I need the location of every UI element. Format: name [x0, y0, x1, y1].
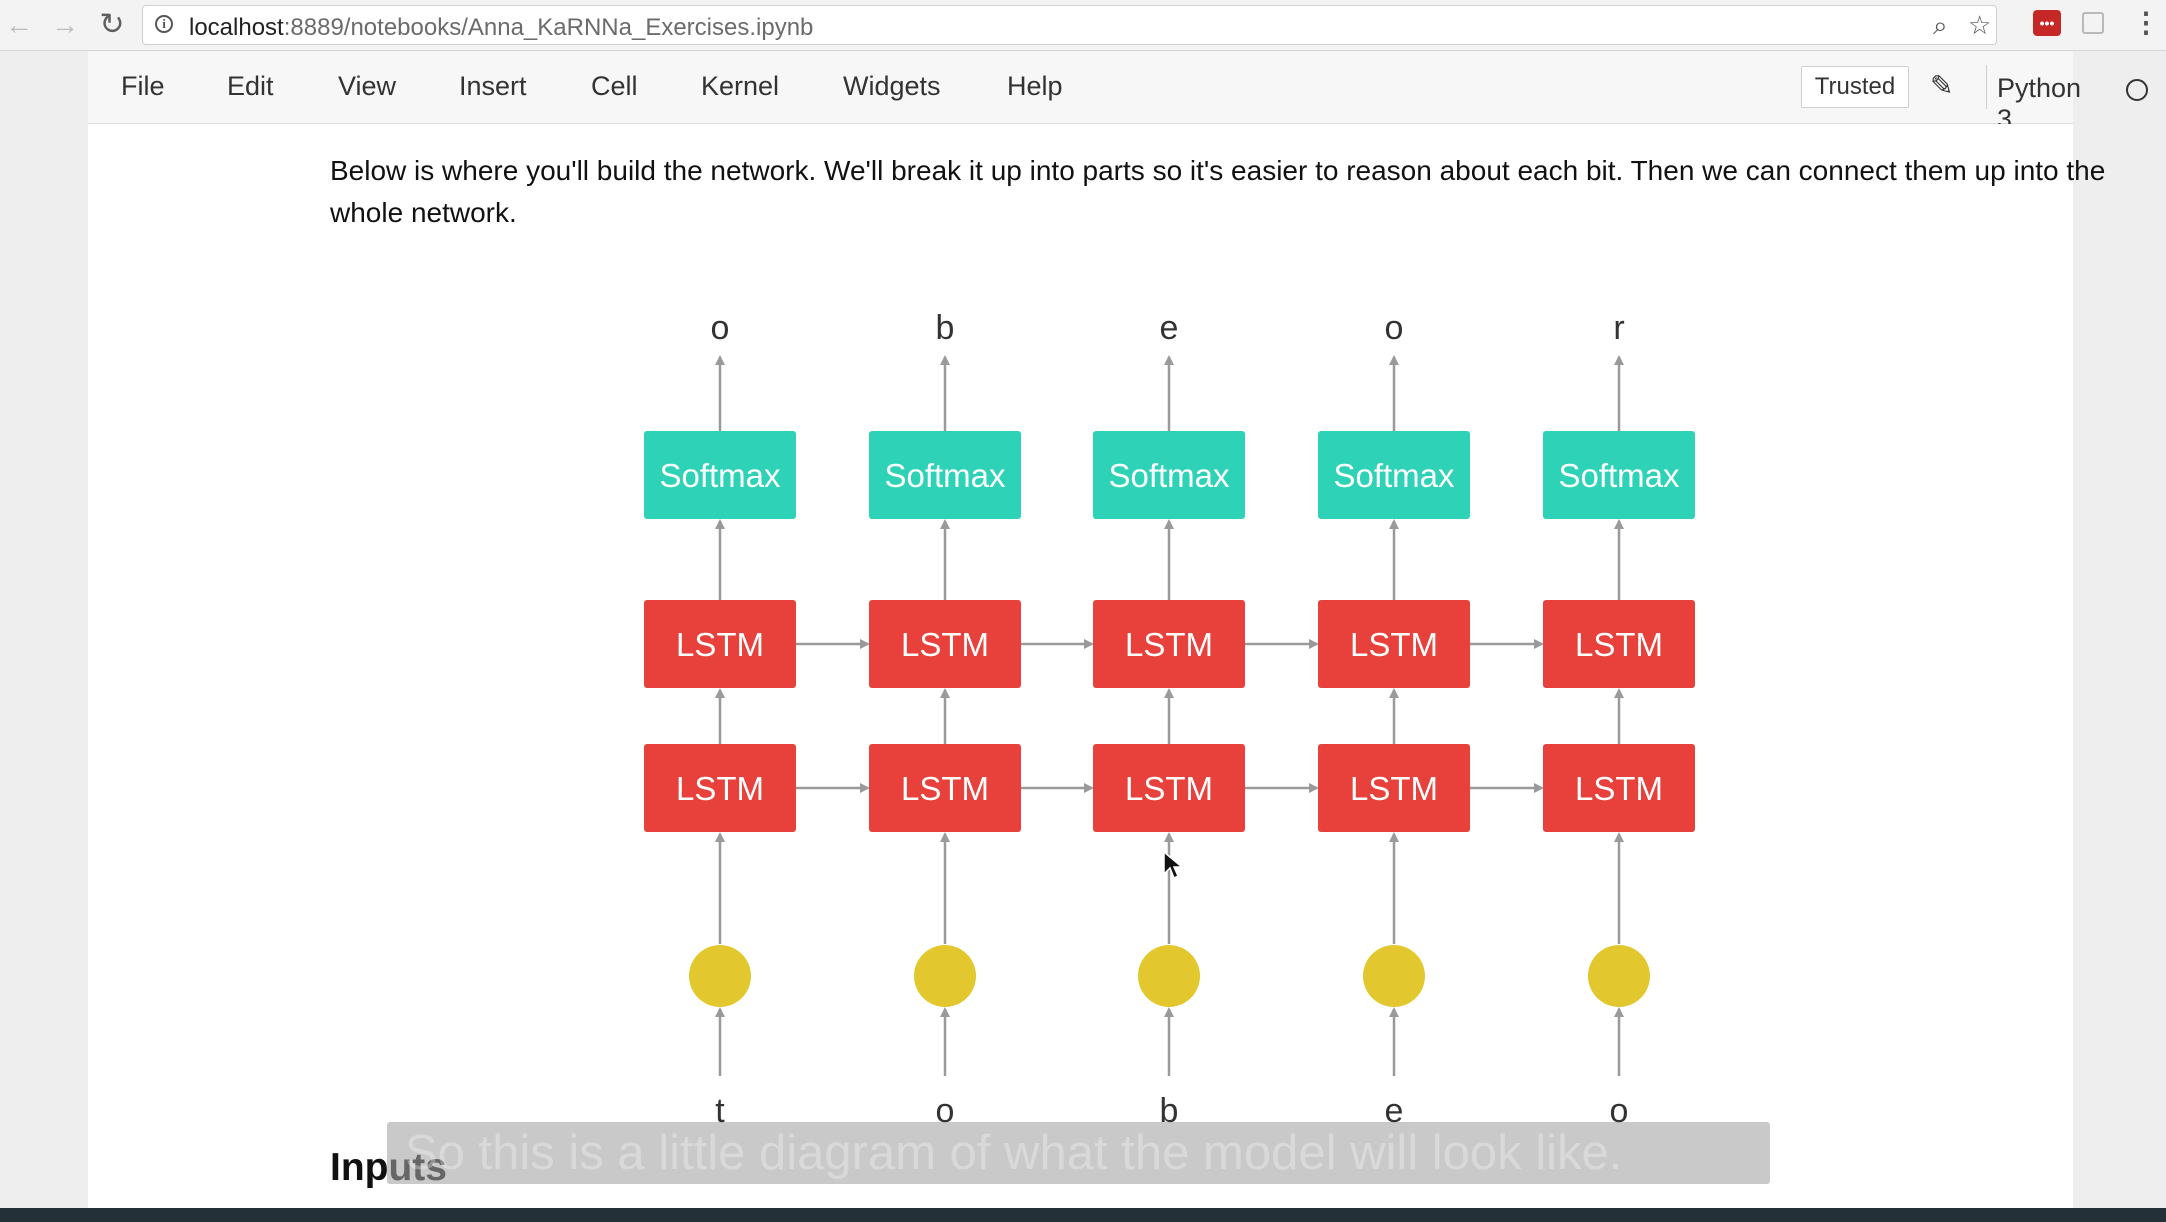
lstm-layer1-2-label: LSTM: [901, 770, 989, 807]
menu-kernel[interactable]: Kernel: [701, 71, 780, 101]
lstm-layer1-5-box: [1543, 744, 1695, 832]
lstm-layer1-3-box: [1093, 744, 1245, 832]
markdown-intro-text: Below is where you'll build the network.…: [330, 155, 2106, 228]
menu-insert[interactable]: Insert: [459, 71, 527, 101]
menu-help[interactable]: Help: [1007, 71, 1063, 101]
output-char-1: o: [711, 309, 730, 347]
input-char-1: t: [715, 1092, 725, 1130]
lstm-layer2-1-box: [644, 600, 796, 688]
output-char-4: o: [1385, 309, 1404, 347]
input-node-2: [914, 945, 976, 1007]
lstm-layer2-5-label: LSTM: [1575, 626, 1663, 663]
softmax-2-box: [869, 431, 1021, 519]
jupyter-page: File Edit View Insert Cell Kernel Widget…: [0, 51, 2166, 1208]
zoom-icon[interactable]: ⌕: [1933, 10, 1948, 40]
lstm-layer2-5-box: [1543, 600, 1695, 688]
softmax-2-label: Softmax: [884, 457, 1006, 494]
lstm-layer2-3-box: [1093, 600, 1245, 688]
browser-menu-icon[interactable]: ⋮: [2132, 7, 2160, 38]
heading-visible-text: Inp: [330, 1146, 389, 1189]
bottom-strip: [0, 1208, 2166, 1222]
lstm-layer1-1-box: [644, 744, 796, 832]
lstm-layer2-3-label: LSTM: [1125, 626, 1213, 663]
video-caption-overlay: So this is a little diagram of what the …: [387, 1122, 1770, 1184]
output-char-5: r: [1613, 309, 1624, 347]
softmax-1-label: Softmax: [659, 457, 781, 494]
lstm-layer1-4-box: [1318, 744, 1470, 832]
softmax-1-box: [644, 431, 796, 519]
input-char-5: o: [1610, 1092, 1629, 1130]
lstm-layer2-4-label: LSTM: [1350, 626, 1438, 663]
softmax-5-label: Softmax: [1558, 457, 1680, 494]
input-char-3: b: [1160, 1092, 1179, 1130]
menu-edit[interactable]: Edit: [227, 71, 274, 101]
lstm-layer1-2-box: [869, 744, 1021, 832]
rnn-architecture-diagram: oSoftmaxLSTMLSTMtbSoftmaxLSTMLSTMoeSoftm…: [644, 309, 1695, 1130]
url-path: :8889/notebooks/Anna_KaRNNa_Exercises.ip…: [283, 14, 814, 41]
extension-grey-icon[interactable]: [2082, 12, 2104, 34]
lstm-layer1-4-label: LSTM: [1350, 770, 1438, 807]
output-char-2: b: [936, 309, 955, 347]
input-node-1: [689, 945, 751, 1007]
lstm-layer2-2-label: LSTM: [901, 626, 989, 663]
address-bar[interactable]: i localhost:8889/notebooks/Anna_KaRNNa_E…: [142, 5, 1997, 45]
browser-toolbar: ← → ↻ i localhost:8889/notebooks/Anna_Ka…: [0, 0, 2166, 51]
softmax-3-label: Softmax: [1108, 457, 1230, 494]
section-heading-inputs: Inputs: [330, 1146, 447, 1190]
kernel-divider: [1986, 65, 1987, 109]
input-char-2: o: [936, 1092, 955, 1130]
info-icon[interactable]: i: [155, 15, 173, 33]
heading-faded-text: uts: [388, 1146, 447, 1189]
notebook-menubar: File Edit View Insert Cell Kernel Widget…: [88, 51, 2148, 134]
mouse-cursor-icon: [1163, 850, 1185, 880]
menu-widgets[interactable]: Widgets: [843, 71, 941, 101]
lstm-layer2-1-label: LSTM: [676, 626, 764, 663]
input-char-4: e: [1385, 1092, 1404, 1130]
softmax-4-box: [1318, 431, 1470, 519]
output-char-3: e: [1160, 309, 1179, 347]
kernel-status-icon: [2126, 79, 2148, 101]
input-node-4: [1363, 945, 1425, 1007]
menu-view[interactable]: View: [338, 71, 397, 101]
input-node-3: [1138, 945, 1200, 1007]
softmax-3-box: [1093, 431, 1245, 519]
url-text[interactable]: localhost:8889/notebooks/Anna_KaRNNa_Exe…: [189, 14, 813, 42]
extension-icon[interactable]: •••: [2033, 10, 2061, 36]
edit-pencil-icon[interactable]: ✎: [1930, 70, 1954, 101]
notebook-cell-area: Below is where you'll build the network.…: [88, 124, 2105, 1208]
menu-file[interactable]: File: [121, 71, 165, 101]
softmax-4-label: Softmax: [1333, 457, 1455, 494]
forward-icon[interactable]: →: [51, 9, 79, 40]
trusted-indicator[interactable]: Trusted: [1801, 66, 1909, 108]
menu-cell[interactable]: Cell: [591, 71, 638, 101]
bookmark-star-icon[interactable]: ☆: [1968, 10, 1992, 40]
lstm-layer2-4-box: [1318, 600, 1470, 688]
lstm-layer1-1-label: LSTM: [676, 770, 764, 807]
lstm-layer1-5-label: LSTM: [1575, 770, 1663, 807]
back-icon[interactable]: ←: [5, 9, 33, 40]
lstm-layer1-3-label: LSTM: [1125, 770, 1213, 807]
reload-icon[interactable]: ↻: [99, 8, 125, 41]
softmax-5-box: [1543, 431, 1695, 519]
input-node-5: [1588, 945, 1650, 1007]
url-host: localhost: [189, 14, 284, 41]
lstm-layer2-2-box: [869, 600, 1021, 688]
